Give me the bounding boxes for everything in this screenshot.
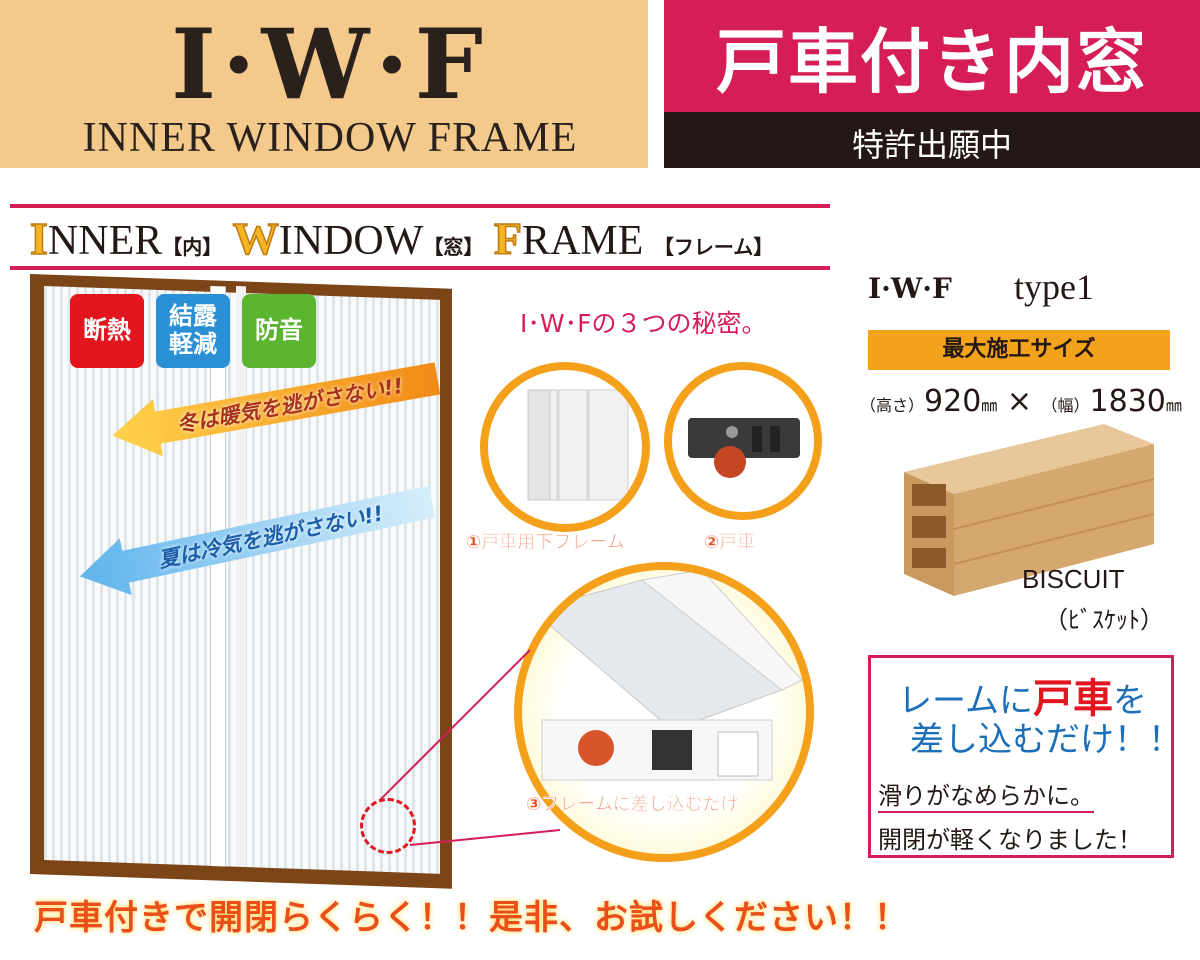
note-line1-pre: レームに — [898, 681, 1033, 721]
bracket-frame: 【フレーム】 — [653, 235, 774, 259]
caption-roller: ②戸車 — [704, 532, 756, 553]
word-nner: NNER — [47, 218, 163, 264]
frame-profile-image — [904, 424, 1154, 596]
height-unit: ㎜ — [981, 396, 998, 415]
window-sash-divider — [210, 286, 226, 867]
note-line1-highlight: 戸車 — [1032, 676, 1113, 722]
initial-f: F — [493, 212, 523, 265]
insert-detail-photo — [514, 562, 814, 862]
roller-photo — [664, 362, 822, 520]
initial-i: I — [29, 212, 48, 265]
bracket-window: 【窓】 — [423, 235, 484, 259]
word-rame: RAME — [521, 218, 644, 264]
lower-frame-photo — [480, 362, 650, 532]
highlight-ring — [360, 798, 416, 854]
insert-detail-icon — [530, 570, 803, 781]
color-name-kana: （ﾋﾞｽｹｯﾄ） — [1044, 606, 1164, 634]
bottom-slogan: 戸車付きで開閉らくらく！！是非、お試しください！！ — [34, 898, 909, 938]
roller-icon — [688, 418, 800, 478]
product-type: type1 — [1014, 267, 1094, 307]
height-value: 920 — [924, 384, 982, 419]
height-label: （高さ） — [860, 396, 925, 415]
width-label: （幅） — [1041, 396, 1090, 415]
divider-bottom — [10, 266, 830, 270]
width-unit: ㎜ — [1165, 396, 1182, 415]
section-heading: INNER【内】 WINDOW【窓】 FRAME 【フレーム】 — [29, 212, 774, 265]
note-line3: 滑りがなめらかに。 — [878, 776, 1094, 813]
color-name: BISCUIT — [1022, 564, 1125, 594]
patent-banner — [664, 112, 1200, 168]
size-spec: （高さ）920㎜ × （幅）1830㎜ — [860, 384, 1182, 419]
note-line1: レームに戸車を — [898, 666, 1147, 724]
max-size-label: 最大施工サイズ — [868, 330, 1170, 370]
note-line1-post: を — [1112, 681, 1147, 721]
callout-lines — [379, 649, 561, 846]
bracket-inner: 【内】 — [162, 235, 223, 259]
badge-insulation: 断熱 — [70, 294, 144, 368]
width-value: 1830 — [1089, 384, 1166, 419]
page-title: 戸車付き内窓 — [716, 21, 1148, 103]
patent-pending-label: 特許出願中 — [851, 126, 1012, 164]
divider-top — [10, 204, 830, 208]
times-sign: × — [1006, 384, 1032, 419]
caption-lower-frame: ①戸車用下フレーム — [466, 532, 625, 553]
lower-frame-icon — [527, 389, 629, 501]
product-logo: I·W·F — [868, 272, 952, 305]
logo-subtitle: INNER WINDOW FRAME — [82, 115, 578, 161]
initial-w: W — [232, 212, 280, 265]
logo-iwf: I·W·F — [171, 8, 489, 121]
feature-note-box — [868, 655, 1174, 858]
logo-background — [0, 0, 648, 168]
badge-condensation-label: 結露 軽減 — [169, 302, 217, 358]
word-indow: INDOW — [278, 218, 424, 264]
window-sash-edge — [236, 286, 246, 867]
caption-insert: ③フレームに差し込むだけ — [526, 794, 739, 815]
badge-soundproof: 防音 — [242, 294, 316, 368]
secrets-title: I･W･Fの３つの秘密。 — [520, 309, 767, 338]
title-banner — [664, 0, 1200, 112]
badge-condensation: 結露 軽減 — [156, 294, 230, 368]
note-line2: 差し込むだけ！！ — [910, 720, 1182, 760]
note-line4: 開閉が軽くなりました！ — [878, 820, 1142, 857]
